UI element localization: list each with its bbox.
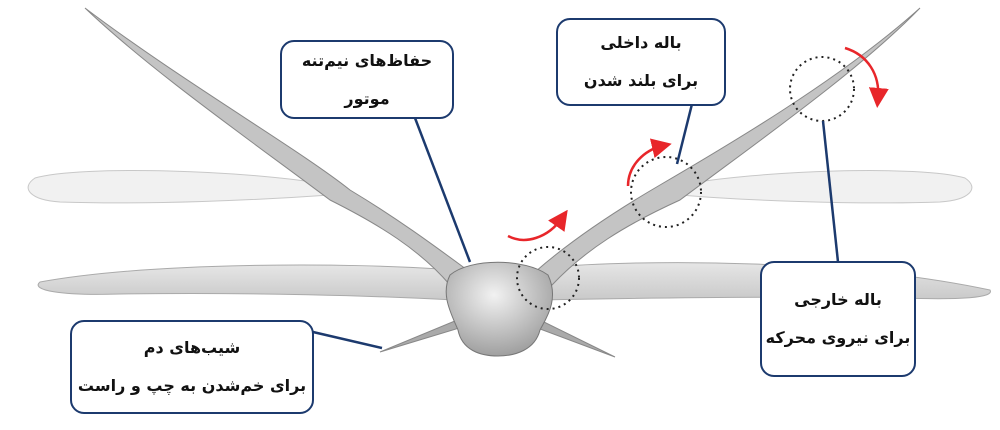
leader-inner <box>675 103 694 165</box>
label-line: برای خم‌شدن به چپ و راست <box>77 376 307 395</box>
label-torso-guards: حفاظ‌های نیم‌تنه موتور <box>280 40 454 119</box>
label-outer-wing: باله خارجی برای نیروی محرکه <box>760 261 916 377</box>
body <box>445 261 554 357</box>
rotation-arrow-3 <box>844 46 889 108</box>
label-line: برای نیروی محرکه <box>765 328 911 347</box>
label-line: باله داخلی <box>600 33 682 52</box>
label-tail: شیب‌های دم برای خم‌شدن به چپ و راست <box>70 320 314 414</box>
label-line: باله خارجی <box>794 290 882 309</box>
left-back-wing <box>27 170 331 204</box>
rotation-arrow-2 <box>626 138 672 187</box>
label-line: شیب‌های دم <box>143 338 241 357</box>
joint-circle-body <box>516 246 580 310</box>
label-line: موتور <box>344 88 390 108</box>
joint-circle-outer <box>789 56 855 122</box>
label-line: حفاظ‌های نیم‌تنه <box>301 50 433 70</box>
joint-circle-inner <box>630 156 702 228</box>
label-inner-wing: باله داخلی برای بلند شدن <box>556 18 726 106</box>
left-lower-wing <box>37 264 456 301</box>
left-tail-rod <box>379 317 467 353</box>
leader-tail <box>312 330 383 350</box>
rotation-arrow-1 <box>507 209 568 242</box>
leader-outer <box>821 120 840 263</box>
leader-torso <box>413 117 472 263</box>
label-line: برای بلند شدن <box>583 71 699 90</box>
right-back-wing <box>679 170 973 204</box>
right-tail-rod <box>531 317 616 358</box>
